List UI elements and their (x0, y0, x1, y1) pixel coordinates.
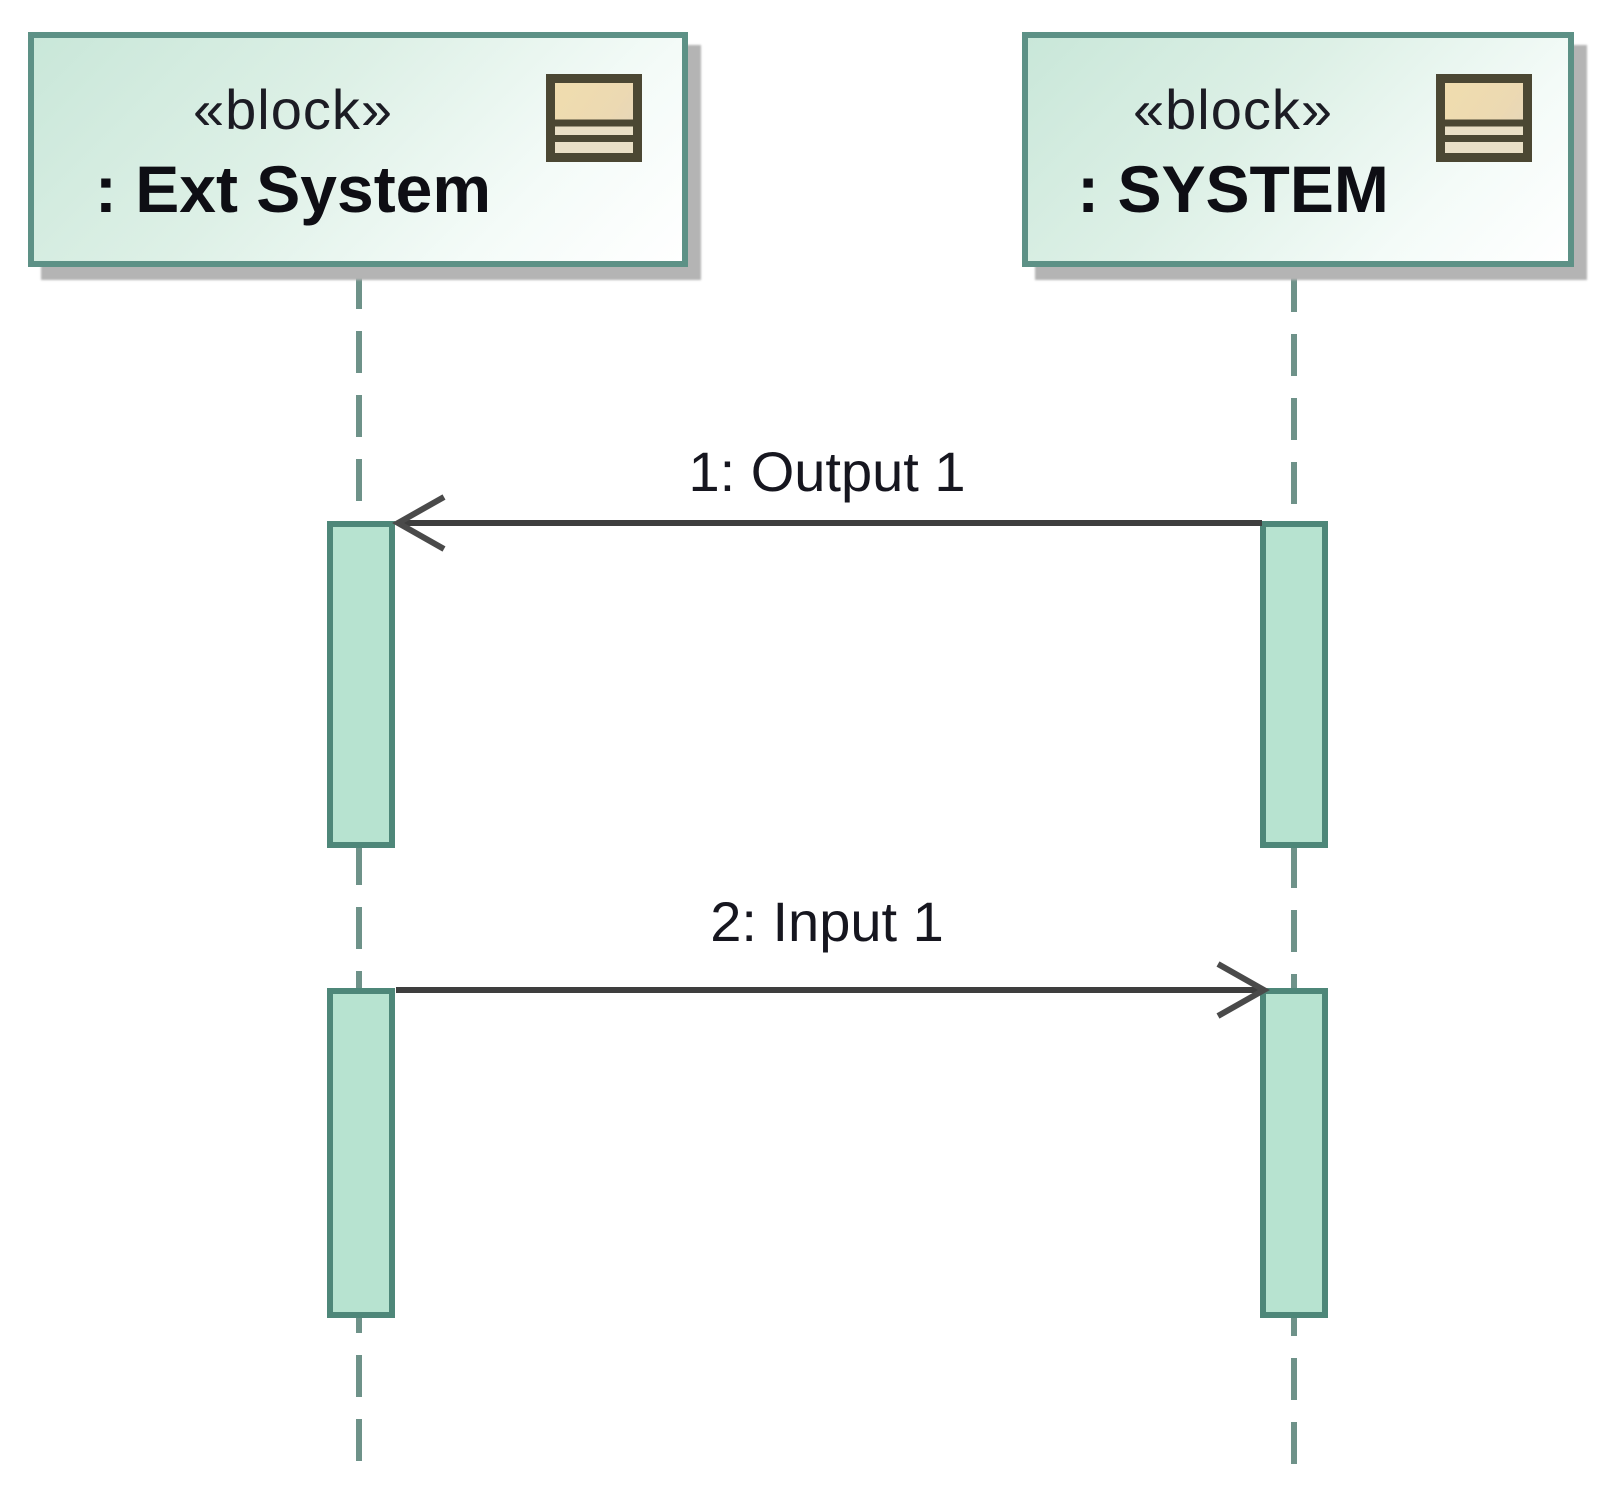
lifeline-ext-system[interactable] (356, 267, 362, 1470)
message-1-label[interactable]: 1: Output 1 (688, 440, 966, 503)
lifeline-head-text: «block» : Ext System (95, 77, 491, 227)
lifeline-system[interactable] (1291, 270, 1297, 1470)
lifeline-head-text: «block» : SYSTEM (1077, 77, 1389, 227)
activation-bar-ext-system-2[interactable] (327, 988, 395, 1318)
block-icon (546, 74, 642, 162)
lifeline-head-ext-system[interactable]: «block» : Ext System (28, 32, 688, 267)
stereotype-label: «block» (1132, 77, 1333, 141)
instance-name: : SYSTEM (1077, 151, 1389, 226)
lifeline-head-system[interactable]: «block» : SYSTEM (1022, 32, 1574, 267)
open-arrowhead-right-icon (1216, 961, 1270, 1019)
activation-bar-system-2[interactable] (1260, 988, 1328, 1318)
activation-bar-ext-system-1[interactable] (327, 521, 395, 848)
block-icon (1436, 74, 1532, 162)
message-2-label[interactable]: 2: Input 1 (710, 890, 944, 953)
stereotype-label: «block» (192, 77, 393, 141)
activation-bar-system-1[interactable] (1260, 521, 1328, 848)
instance-name: : Ext System (94, 151, 492, 226)
message-1-line[interactable] (398, 520, 1262, 526)
message-2-line[interactable] (396, 987, 1262, 993)
open-arrowhead-left-icon (392, 494, 446, 552)
